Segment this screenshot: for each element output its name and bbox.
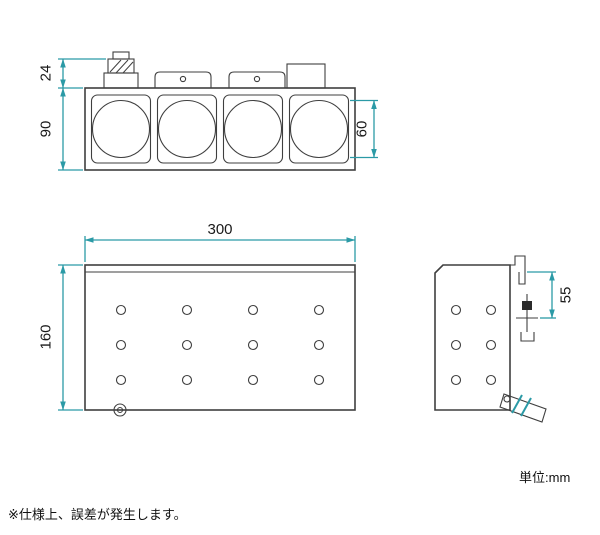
connector-cap (107, 58, 135, 74)
swing-bracket-hatch (520, 397, 532, 417)
plan-view (84, 264, 356, 417)
unit-label: 単位:mm (519, 470, 570, 485)
hole (115, 304, 127, 316)
swing-bracket-body (499, 393, 547, 423)
top-cover-right-shape (228, 71, 286, 88)
plan-body-outline (84, 264, 356, 411)
dimension-side-bracket: 55 (527, 271, 575, 319)
hole (450, 339, 462, 351)
opening-frame (90, 94, 152, 164)
side-view (434, 255, 547, 423)
connector-hatch-line (122, 61, 134, 74)
dim-label-plan-depth: 160 (38, 324, 55, 349)
hole (247, 304, 259, 316)
front-body-outline (84, 87, 356, 171)
dimension-plan-width: 300 (84, 221, 356, 262)
dimension-front-left: 24 90 (38, 58, 106, 171)
swing-bracket-hatch (511, 394, 523, 414)
hole (485, 339, 497, 351)
dimension-front-opening: 60 (350, 99, 378, 159)
hole (247, 339, 259, 351)
top-cover-left-shape (154, 71, 212, 88)
connector-tip (112, 51, 130, 60)
hole (450, 374, 462, 386)
connector-hatch-line (109, 59, 122, 73)
hole (485, 304, 497, 316)
hole (485, 374, 497, 386)
top-cover-left-hole (179, 75, 187, 83)
hole (181, 304, 193, 316)
hole (247, 374, 259, 386)
hole (313, 339, 325, 351)
swing-bracket (499, 393, 547, 423)
knob-outer (113, 403, 127, 417)
knob-inner (116, 406, 124, 414)
dim-label-plan-width: 300 (207, 221, 232, 238)
hole (313, 304, 325, 316)
hole (313, 374, 325, 386)
opening-circle (157, 99, 217, 159)
top-cover-right (228, 71, 286, 88)
plan-knob (113, 403, 127, 417)
hole (450, 304, 462, 316)
opening-circle (289, 99, 349, 159)
clamp-nut (522, 301, 532, 310)
dim-label-side-bracket: 55 (558, 287, 575, 304)
plan-mounting-holes (115, 304, 325, 386)
connector-hatch-line (115, 59, 129, 74)
top-cover-left (154, 71, 212, 88)
dimension-plan-depth: 160 (38, 264, 83, 411)
hole (181, 339, 193, 351)
side-body-outline (434, 264, 511, 411)
top-block (286, 63, 326, 89)
power-connector (103, 51, 139, 89)
hole (115, 339, 127, 351)
hole (181, 374, 193, 386)
speaker-openings (90, 94, 350, 164)
opening-frame (156, 94, 218, 164)
side-mounting-holes (450, 304, 497, 386)
opening-frame (288, 94, 350, 164)
dim-label-front-top-height: 24 (38, 65, 55, 82)
opening-frame (222, 94, 284, 164)
connector-base (103, 72, 139, 89)
dim-label-front-body-height: 90 (38, 121, 55, 138)
swing-bracket-pivot (503, 395, 511, 403)
opening-circle (91, 99, 151, 159)
dim-label-opening-height: 60 (354, 121, 371, 138)
top-cover-right-hole (253, 75, 261, 83)
clamp-screw (516, 294, 538, 342)
hanging-hook (510, 255, 526, 285)
front-view (84, 51, 356, 171)
clamp-hook (520, 332, 535, 342)
hole (115, 374, 127, 386)
tolerance-note: ※仕様上、誤差が発生します。 (8, 507, 187, 522)
opening-circle (223, 99, 283, 159)
